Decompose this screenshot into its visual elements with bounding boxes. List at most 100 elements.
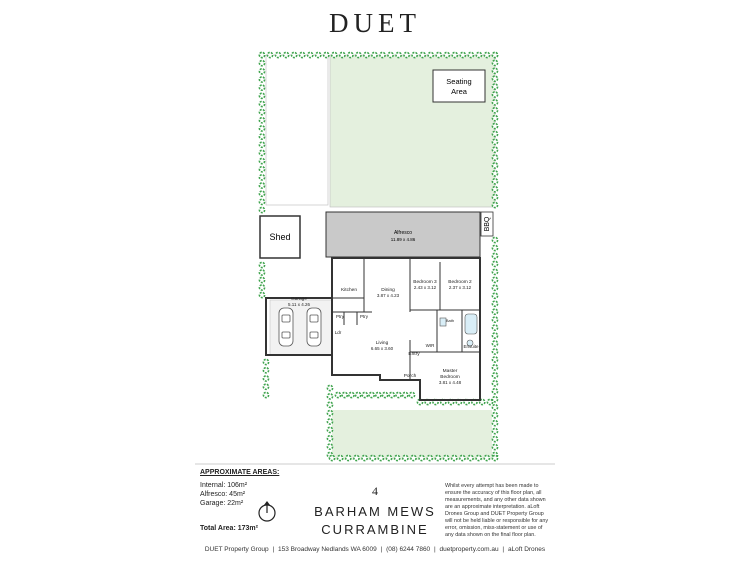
hedge-shrub bbox=[326, 426, 334, 434]
bbq-label: BBQ bbox=[484, 216, 491, 231]
hedge-shrub bbox=[491, 276, 499, 284]
hedge-shrub bbox=[491, 443, 499, 451]
hedge-shrub bbox=[442, 454, 450, 462]
hedge-shrub bbox=[491, 201, 499, 209]
hedge-shrub bbox=[314, 51, 322, 59]
footer-website[interactable]: duetproperty.com.au bbox=[439, 546, 499, 553]
hedge-shrub bbox=[491, 387, 499, 395]
hedge-shrub bbox=[393, 454, 401, 462]
hedge-shrub bbox=[266, 51, 274, 59]
hedge-shrub bbox=[258, 198, 266, 206]
total-area: Total Area: 173m² bbox=[200, 525, 258, 532]
hedge-shrub bbox=[258, 269, 266, 276]
hedge-shrub bbox=[326, 401, 334, 409]
garage-area: Garage: 22m² bbox=[200, 500, 244, 507]
hedge-shrub bbox=[491, 185, 499, 193]
hedge-shrub bbox=[258, 206, 266, 214]
hedge-shrub bbox=[408, 391, 416, 399]
hedge-shrub bbox=[491, 340, 499, 347]
hedge-shrub bbox=[344, 454, 352, 462]
hedge-shrub bbox=[258, 76, 266, 83]
hedge-shrub bbox=[491, 379, 499, 387]
hedge-shrub bbox=[491, 98, 499, 106]
front-lawn bbox=[332, 410, 492, 460]
hedge-shrub bbox=[491, 395, 499, 403]
hedge-shrub bbox=[491, 154, 499, 162]
internal-area: Internal: 106m² bbox=[200, 482, 248, 489]
hedge-shrub bbox=[353, 454, 360, 462]
hedge-shrub bbox=[401, 454, 409, 462]
hedge-shrub bbox=[395, 51, 402, 59]
hedge-shrub bbox=[282, 51, 290, 59]
hedge-shrub bbox=[334, 391, 342, 399]
hedge-shrub bbox=[475, 454, 483, 462]
hedge-shrub bbox=[258, 173, 266, 181]
footer-phone[interactable]: (08) 6244 7860 bbox=[386, 546, 431, 553]
hedge-shrub bbox=[326, 443, 334, 451]
hedge-shrub bbox=[328, 454, 336, 462]
seating-area bbox=[432, 69, 486, 103]
hedge-shrub bbox=[491, 411, 499, 419]
shed-label: Shed bbox=[269, 232, 290, 242]
disclaimer: Whilst every attempt has been made to en… bbox=[445, 483, 549, 538]
hedge-shrub bbox=[361, 454, 368, 462]
hedges bbox=[258, 51, 499, 462]
footer-company: DUET Property Group bbox=[204, 546, 269, 553]
hedge-shrub bbox=[403, 51, 411, 59]
master-label-2: Bedroom bbox=[440, 374, 459, 380]
seating-area-label-1: Seating bbox=[446, 77, 471, 86]
hedge-shrub bbox=[341, 391, 349, 399]
hedge-shrub bbox=[346, 51, 354, 59]
hedge-shrub bbox=[427, 51, 435, 59]
hedge-shrub bbox=[336, 454, 344, 462]
hedge-shrub bbox=[258, 284, 266, 291]
hedge-shrub bbox=[258, 261, 266, 269]
hedge-shrub bbox=[491, 75, 499, 83]
alfresco-area: Alfresco: 45m² bbox=[200, 491, 246, 498]
hedge-shrub bbox=[258, 59, 266, 67]
hedge-shrub bbox=[326, 434, 334, 442]
living-dims: 6.65 x 3.60 bbox=[371, 346, 394, 351]
hedge-shrub bbox=[491, 292, 499, 300]
hedge-shrub bbox=[491, 236, 499, 244]
hedge-shrub bbox=[491, 106, 499, 114]
hedge-shrub bbox=[374, 391, 382, 399]
hedge-shrub bbox=[258, 100, 266, 108]
hedge-shrub bbox=[262, 358, 270, 366]
hedge-shrub bbox=[491, 83, 499, 90]
hedge-shrub bbox=[258, 291, 266, 299]
hedge-shrub bbox=[262, 391, 270, 399]
hedge-shrub bbox=[330, 51, 338, 59]
dining-label: Dining bbox=[381, 287, 395, 293]
master-dims: 3.81 x 4.48 bbox=[439, 380, 462, 385]
hedge-shrub bbox=[258, 141, 266, 149]
hedge-shrub bbox=[491, 91, 499, 98]
hedge-shrub bbox=[363, 51, 370, 59]
bedroom2-label: Bedroom 2 bbox=[448, 279, 472, 285]
hedge-shrub bbox=[258, 133, 266, 140]
hedge-shrub bbox=[388, 391, 396, 399]
pantry-label-2: Ptry bbox=[360, 314, 369, 319]
hedge-shrub bbox=[419, 51, 427, 59]
hedge-shrub bbox=[491, 435, 499, 443]
suburb: CURRAMBINE bbox=[321, 522, 429, 537]
hedge-shrub bbox=[491, 371, 499, 379]
hedge-shrub bbox=[491, 252, 499, 260]
seating-area-label-2: Area bbox=[451, 87, 468, 96]
hedge-shrub bbox=[258, 190, 266, 198]
bath-label: Bath bbox=[446, 318, 454, 323]
hedge-shrub bbox=[418, 454, 426, 462]
hedge-shrub bbox=[326, 418, 334, 425]
hedge-shrub bbox=[361, 391, 369, 399]
hedge-shrub bbox=[491, 170, 499, 177]
hedge-shrub bbox=[483, 51, 491, 59]
hedge-shrub bbox=[262, 383, 270, 391]
hedge-shrub bbox=[355, 51, 362, 59]
hedge-shrub bbox=[443, 51, 451, 59]
bath-fixtures bbox=[439, 313, 478, 347]
alfresco bbox=[325, 211, 481, 258]
hedge-shrub bbox=[381, 391, 389, 399]
hedge-shrub bbox=[450, 454, 458, 462]
hedge-shrub bbox=[491, 193, 499, 201]
hedge-shrub bbox=[467, 51, 475, 59]
